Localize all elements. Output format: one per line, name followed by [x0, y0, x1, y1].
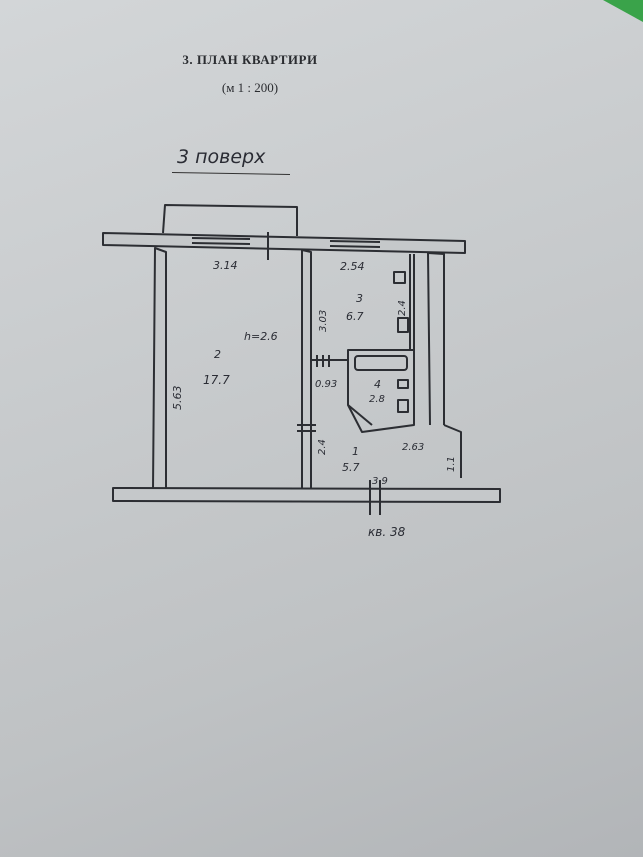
wall-bottom-outer	[112, 487, 501, 503]
scale-label: (м 1 : 200)	[221, 80, 279, 95]
dim-room1-side: 1.1	[446, 456, 457, 472]
balcony	[162, 204, 298, 236]
bathtub	[354, 355, 408, 371]
apartment-label: кв. 38	[368, 525, 406, 539]
window-room-2	[191, 237, 251, 245]
dim-room3-length: 3.03	[318, 310, 329, 332]
stove-square	[393, 271, 406, 284]
floor-label: 3 поверх	[177, 146, 266, 168]
window-room-3	[329, 240, 381, 248]
wall-room3-right	[409, 254, 415, 350]
wall-room3-tick	[316, 355, 330, 367]
door-bath	[347, 404, 373, 426]
room3-area: 6.7	[346, 310, 364, 323]
dim-room2-length: 5.63	[171, 386, 184, 411]
room4-number: 4	[374, 378, 381, 391]
door-tick-room2	[297, 424, 316, 432]
room2-height: h=2.6	[244, 330, 278, 343]
wall-middle	[301, 249, 312, 491]
wall-right	[427, 252, 445, 426]
room1-area: 5.7	[342, 461, 360, 474]
bathroom-outline	[347, 349, 415, 433]
room2-area: 17.7	[203, 373, 230, 387]
room3-number: 3	[356, 292, 363, 305]
room1-number: 1	[352, 445, 359, 458]
dim-room1-top: 2.63	[402, 442, 424, 453]
entrance-tick	[369, 480, 381, 515]
page-title: 3. ПЛАН КВАРТИРИ	[182, 52, 318, 67]
counter	[397, 317, 409, 333]
dim-room1-bottom: 3.9	[372, 476, 388, 487]
sink	[397, 379, 409, 389]
room4-area: 2.8	[369, 394, 385, 405]
dim-room3-width: 2.54	[340, 260, 365, 273]
dim-room2-door-side: 2.4	[317, 439, 328, 455]
room2-number: 2	[214, 348, 221, 361]
wall-room1-right	[443, 424, 462, 478]
background-corner	[603, 0, 643, 22]
dim-corridor: 0.93	[315, 379, 337, 390]
toilet	[397, 399, 409, 413]
dim-room2-width: 3.14	[213, 259, 238, 272]
dim-room3-side: 2.4	[397, 300, 408, 316]
wall-left	[152, 247, 167, 491]
